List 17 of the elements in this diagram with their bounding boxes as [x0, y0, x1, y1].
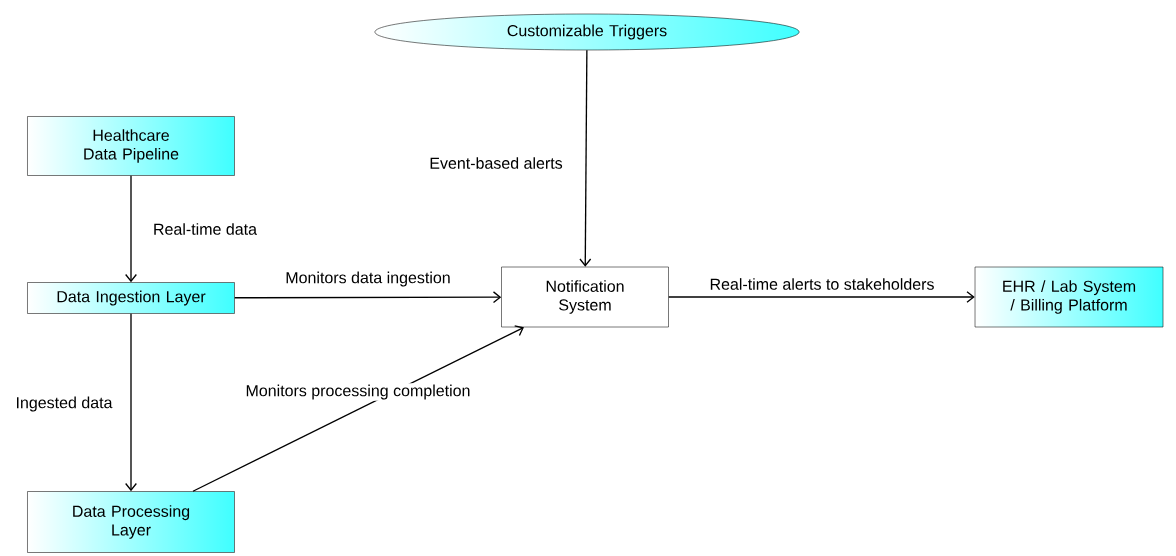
edge-label: Real-time alerts to stakeholders — [708, 276, 936, 292]
arrow — [192, 325, 524, 492]
edge-label: Event-based alerts — [427, 155, 565, 171]
edge-label: Monitors data ingestion — [283, 270, 453, 288]
process-box: Data Processing Layer — [27, 491, 235, 553]
process-box: Data Ingestion Layer — [27, 282, 235, 314]
process-box: Notification System — [501, 266, 669, 328]
arrow — [125, 175, 137, 283]
arrow — [234, 291, 502, 304]
edge-label: Ingested data — [14, 395, 114, 413]
arrow — [668, 291, 975, 303]
edge-label: Monitors processing completion — [244, 383, 472, 401]
arrow — [125, 313, 137, 492]
arrow — [579, 49, 592, 267]
process-box: EHR / Lab System / Billing Platform — [974, 266, 1164, 328]
edge-label: Real-time data — [151, 221, 259, 237]
process-box: Healthcare Data Pipeline — [27, 116, 235, 176]
